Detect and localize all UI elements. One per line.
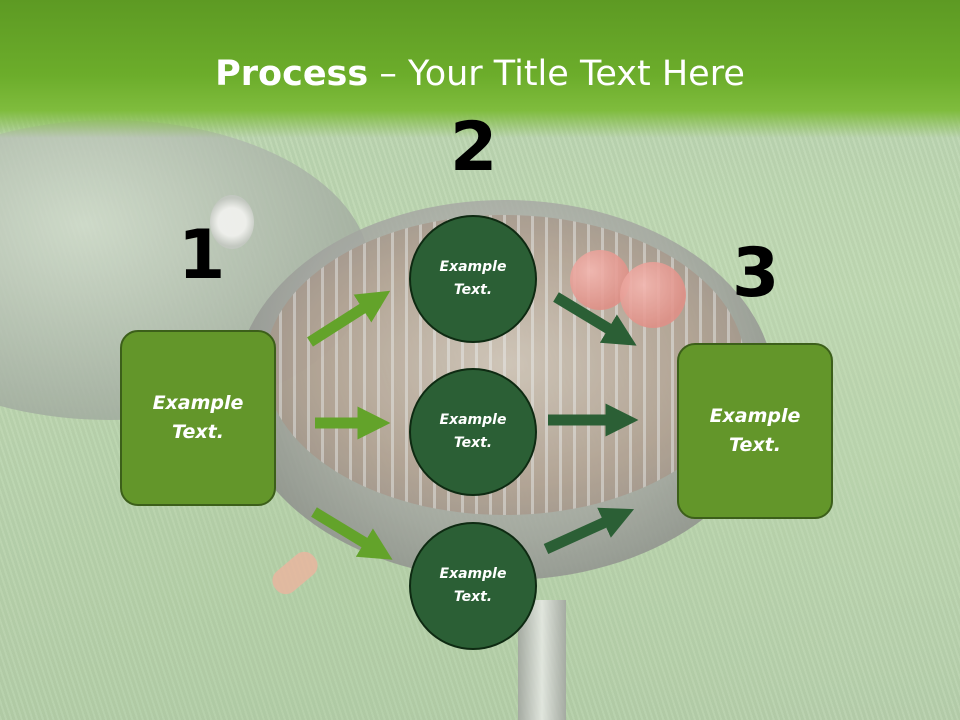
- arrow-1-to-2a: [307, 290, 391, 347]
- circle-top-label: Example Text.: [439, 259, 507, 298]
- title-band: [0, 0, 960, 138]
- step-number-1: 1: [178, 216, 226, 295]
- circle-bottom-label: Example Text.: [439, 566, 507, 605]
- arrow-1-to-2c: [311, 507, 393, 560]
- step-2-circle-top: Example Text.: [409, 215, 537, 343]
- arrow-2a-to-3: [553, 292, 637, 346]
- step-2-circle-bottom: Example Text.: [409, 522, 537, 650]
- title-bold: Process: [215, 54, 369, 94]
- step-3-label: Example Text.: [709, 405, 801, 456]
- arrow-2c-to-3: [543, 507, 635, 555]
- circle-middle-label: Example Text.: [439, 412, 507, 451]
- step-3-box: Example Text.: [677, 343, 833, 519]
- step-number-2: 2: [450, 108, 498, 187]
- grill-vent: [210, 195, 254, 249]
- step-1-label: Example Text.: [152, 392, 244, 443]
- step-2-circle-middle: Example Text.: [409, 368, 537, 496]
- slide-title: Process – Your Title Text Here: [0, 52, 960, 96]
- step-number-3: 3: [732, 234, 780, 313]
- title-rest: – Your Title Text Here: [368, 54, 745, 94]
- step-1-box: Example Text.: [120, 330, 276, 506]
